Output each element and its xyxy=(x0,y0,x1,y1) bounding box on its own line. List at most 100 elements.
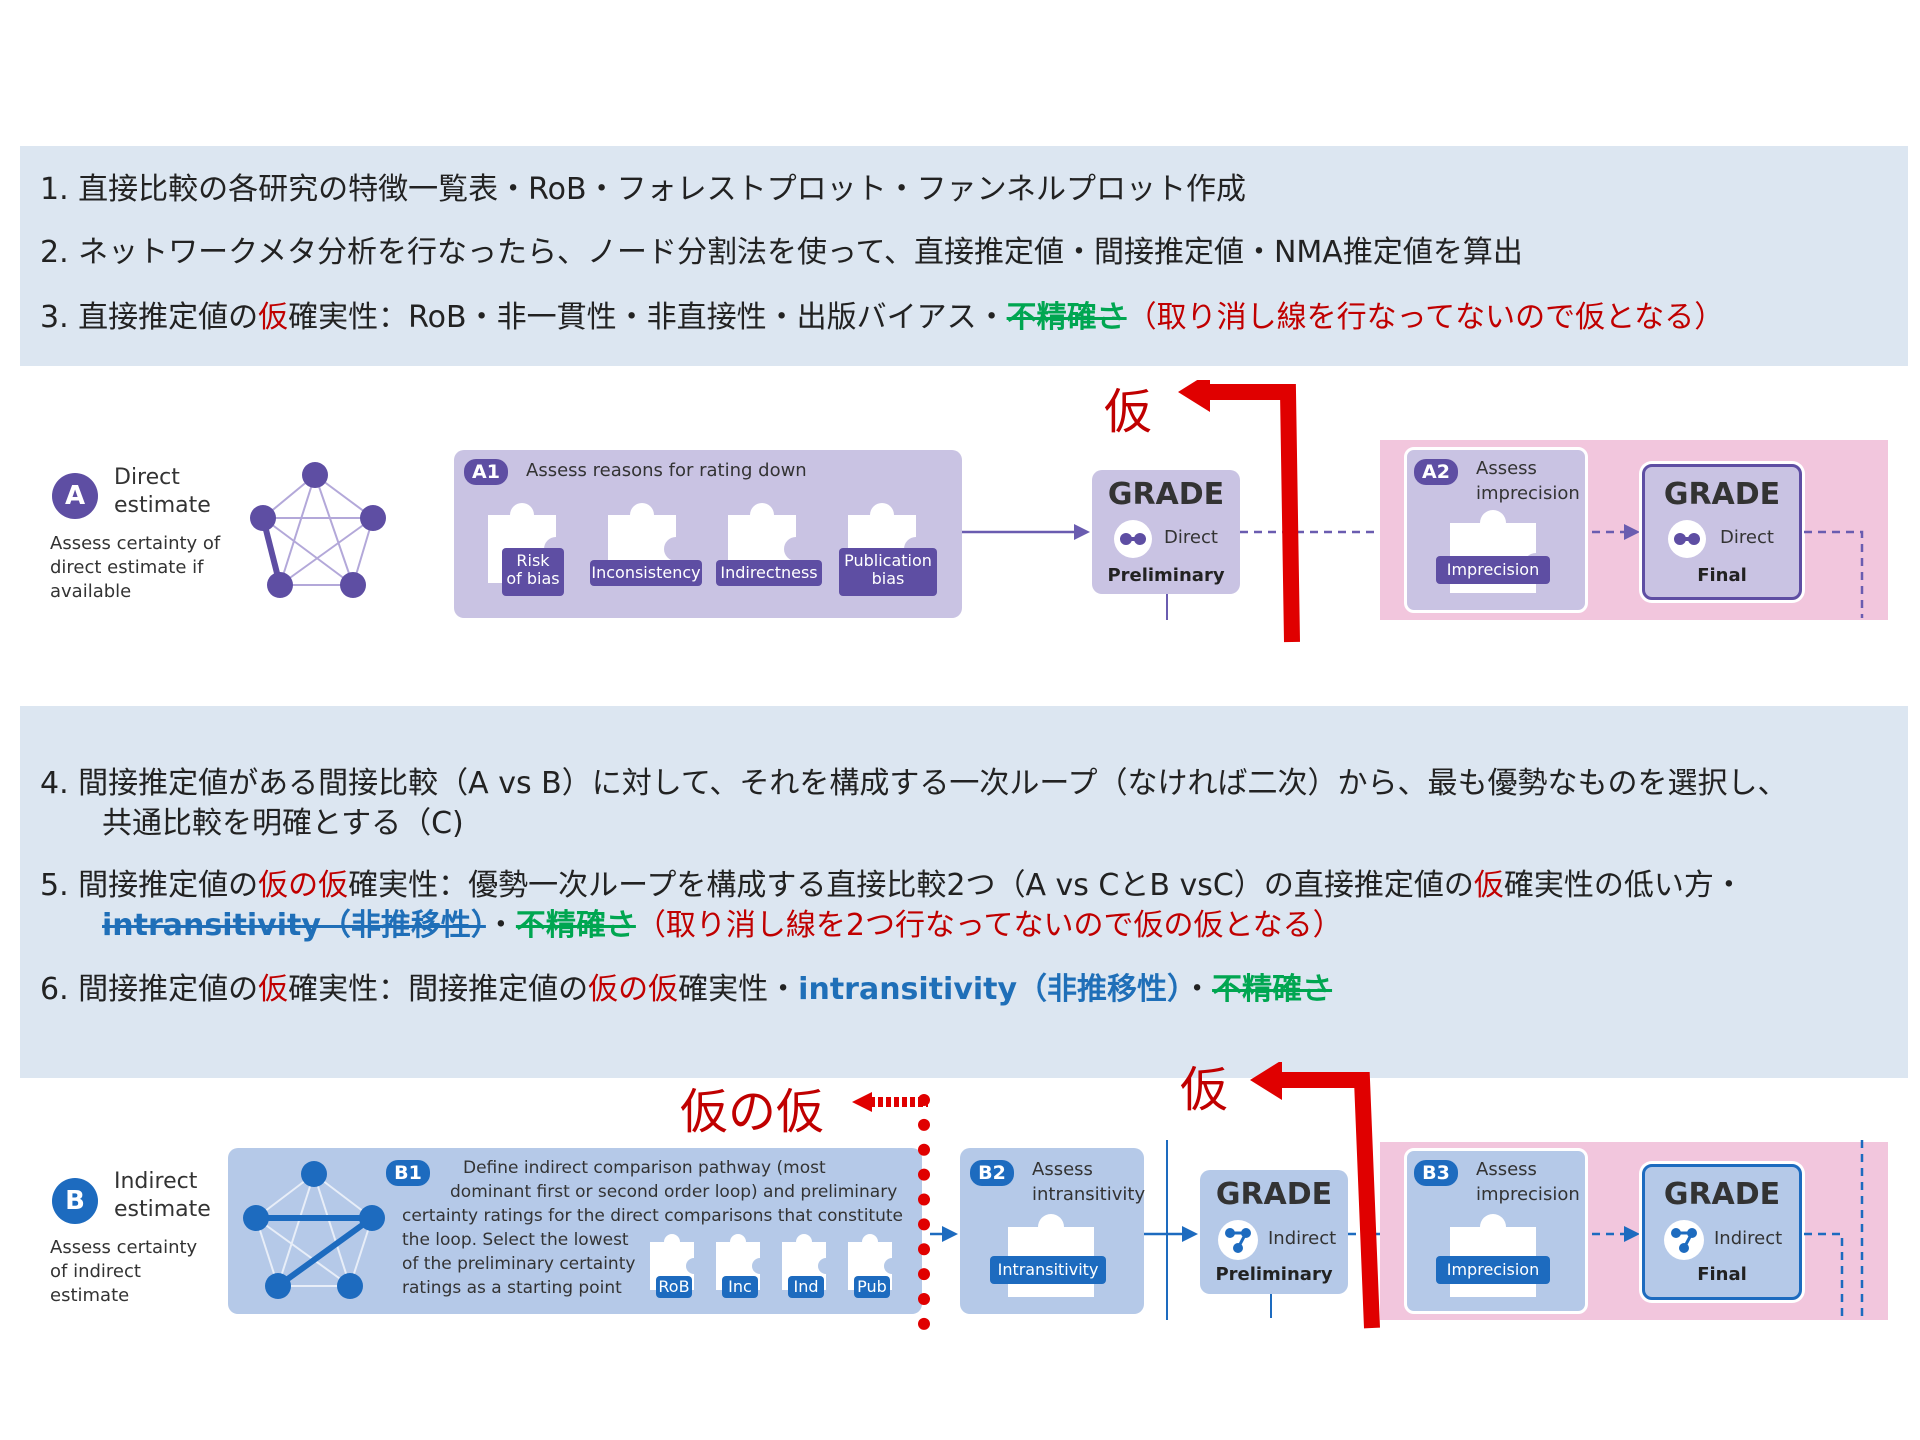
network-icon-direct xyxy=(250,462,386,598)
intransitivity-struck-text: intransitivity（非推移性） xyxy=(102,908,486,943)
step-4-line2: 共通比較を明確とする（C) xyxy=(102,806,464,841)
imprecision-struck-text: 不精確さ xyxy=(515,908,636,943)
connector-line xyxy=(1270,1294,1272,1318)
piece-publication-bias: Publication bias xyxy=(839,548,937,596)
grade-title: GRADE xyxy=(1663,477,1781,512)
arrow-b1-b2 xyxy=(930,1226,958,1242)
note-text: （取り消し線を行なってないので仮となる） xyxy=(1126,300,1725,335)
step-text: 確実性・ xyxy=(678,972,799,1007)
separator: ・ xyxy=(485,908,516,943)
step-text: 確実性：RoB・非一貫性・非直接性・出版バイアス・ xyxy=(288,300,1007,335)
kari-arrow-top xyxy=(1178,380,1300,643)
kari-text: 仮 xyxy=(1473,868,1504,903)
grade-caption: Final xyxy=(1697,1264,1747,1285)
red-dotted-line xyxy=(918,1094,930,1330)
grade-title: GRADE xyxy=(1663,1177,1781,1212)
a2-title: Assess imprecision xyxy=(1476,458,1580,504)
note-text: （取り消し線を2つ行なってないので仮の仮となる） xyxy=(635,908,1343,943)
indirect-icon xyxy=(1664,1220,1704,1260)
piece-risk-of-bias: Risk of bias xyxy=(502,548,564,596)
kari-label-bottom: 仮 xyxy=(1180,1062,1229,1118)
step-text: 直接比較の各研究の特徴一覧表・RoB・フォレストプロット・ファンネルプロット作成 xyxy=(78,172,1247,207)
piece-intransitivity: Intransitivity xyxy=(990,1256,1106,1284)
grade-title: GRADE xyxy=(1215,1177,1333,1212)
step-5-line2: intransitivity（非推移性）・不精確さ（取り消し線を2つ行なってない… xyxy=(102,906,1343,946)
piece-ind: Ind xyxy=(788,1276,824,1298)
steps-panel-top xyxy=(20,146,1908,366)
kari-arrow-bottom xyxy=(1250,1062,1380,1329)
step-4: 4. 間接推定値がある間接比較（A vs B）に対して、それを構成する一次ループ… xyxy=(40,764,1788,804)
b1-badge: B1 xyxy=(386,1160,430,1186)
step-text: 間接推定値の xyxy=(78,972,259,1007)
step-number: 4. xyxy=(40,766,69,801)
b3-badge: B3 xyxy=(1414,1160,1458,1186)
b1-text-5: of the preliminary certainty xyxy=(402,1254,636,1274)
imprecision-struck-text: 不精確さ xyxy=(1006,300,1127,335)
direct-estimate-title: Direct estimate xyxy=(114,465,211,518)
puzzle-icon xyxy=(1450,510,1536,593)
indirect-icon xyxy=(1218,1220,1258,1260)
grade-label: Direct xyxy=(1164,527,1218,548)
b2-title: Assess intransitivity xyxy=(1032,1159,1146,1205)
step-text: 直接推定値の xyxy=(78,300,259,335)
karinokari-text: 仮の仮 xyxy=(588,972,679,1007)
network-icon-indirect xyxy=(243,1161,385,1299)
direct-icon xyxy=(1668,520,1706,558)
karinokari-arrow xyxy=(852,1092,928,1112)
piece-imprecision: Imprecision xyxy=(1436,556,1550,584)
b1-text-1: Define indirect comparison pathway (most xyxy=(463,1158,826,1178)
b1-text-4: the loop. Select the lowest xyxy=(402,1230,629,1250)
imprecision-struck-text: 不精確さ xyxy=(1212,972,1333,1007)
b3-title: Assess imprecision xyxy=(1476,1159,1580,1205)
piece-imprecision: Imprecision xyxy=(1436,1256,1550,1284)
intransitivity-text: intransitivity（非推移性） xyxy=(798,972,1183,1007)
karinokari-label: 仮の仮 xyxy=(680,1084,825,1140)
b1-text-2: dominant first or second order loop) and… xyxy=(450,1182,898,1202)
grade-caption: Preliminary xyxy=(1215,1264,1333,1285)
dashed-arrow-b3 xyxy=(1592,1226,1640,1242)
dashed-exit-b xyxy=(1804,1140,1864,1318)
grade-caption: Preliminary xyxy=(1107,565,1225,586)
step-text: 確実性の低い方・ xyxy=(1503,868,1744,903)
piece-pub: Pub xyxy=(854,1276,890,1298)
indirect-estimate-title: Indirect estimate xyxy=(114,1169,211,1222)
step-number: 6. xyxy=(40,972,69,1007)
step-text: 確実性：間接推定値の xyxy=(288,972,589,1007)
step-number: 2. xyxy=(40,235,69,270)
steps-panel-bottom xyxy=(20,706,1908,1078)
step-text: 間接推定値がある間接比較（A vs B）に対して、それを構成する一次ループ（なけ… xyxy=(78,766,1788,801)
kari-label-top: 仮 xyxy=(1104,384,1153,440)
a1-badge: A1 xyxy=(464,459,508,485)
step-number: 5. xyxy=(40,868,69,903)
a2-badge: A2 xyxy=(1414,459,1458,485)
b1-text-6: ratings as a starting point xyxy=(402,1278,622,1298)
indirect-estimate-desc: Assess certainty of indirect estimate xyxy=(50,1237,198,1306)
arrow-b2-grade xyxy=(1144,1226,1198,1242)
piece-inconsistency: Inconsistency xyxy=(590,560,702,586)
piece-indirectness: Indirectness xyxy=(716,560,822,586)
connector-line xyxy=(1166,594,1168,620)
step-1: 1. 直接比較の各研究の特徴一覧表・RoB・フォレストプロット・ファンネルプロッ… xyxy=(40,170,1246,210)
step-6: 6. 間接推定値の仮確実性：間接推定値の仮の仮確実性・intransitivit… xyxy=(40,970,1332,1010)
grade-caption: Final xyxy=(1697,565,1747,586)
karinokari-text: 仮の仮 xyxy=(258,868,349,903)
grade-label: Indirect xyxy=(1714,1228,1783,1249)
direct-estimate-desc: Assess certainty of direct estimate if a… xyxy=(50,533,221,602)
step-text: ネットワークメタ分析を行なったら、ノード分割法を使って、直接推定値・間接推定値・… xyxy=(78,235,1523,270)
dashed-exit-a xyxy=(1804,530,1864,618)
badge-b: B xyxy=(52,1178,98,1224)
a1-title: Assess reasons for rating down xyxy=(526,460,807,481)
arrow-a1-grade xyxy=(962,524,1090,540)
step-number: 3. xyxy=(40,300,69,335)
dashed-arrow-a2 xyxy=(1592,524,1640,540)
step-2: 2. ネットワークメタ分析を行なったら、ノード分割法を使って、直接推定値・間接推… xyxy=(40,233,1523,273)
divider-line xyxy=(1166,1140,1168,1320)
b1-text-3: certainty ratings for the direct compari… xyxy=(402,1206,903,1226)
separator: ・ xyxy=(1182,972,1213,1007)
direct-icon xyxy=(1114,520,1152,558)
piece-rob: RoB xyxy=(656,1276,692,1298)
b2-badge: B2 xyxy=(970,1160,1014,1186)
grade-label: Direct xyxy=(1720,527,1774,548)
badge-a: A xyxy=(52,473,98,519)
step-text: 確実性：優勢一次ループを構成する直接比較2つ（A vs CとB vsC）の直接推… xyxy=(348,868,1474,903)
